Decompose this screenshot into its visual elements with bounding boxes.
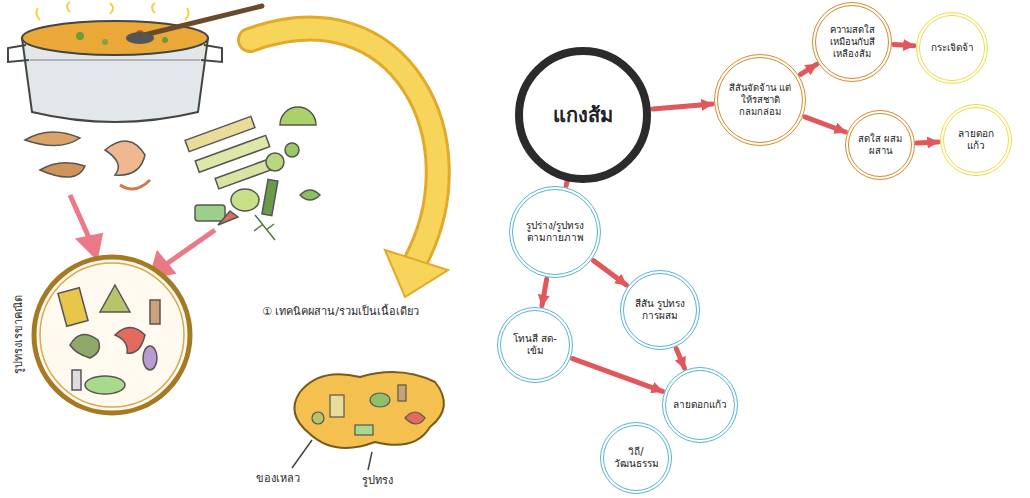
node-text: วิถี/วัฒนธรรม xyxy=(611,446,661,471)
orange-circle: สดใส ผสมผสาน xyxy=(845,110,915,180)
node-text: สีสัน รูปทรงการผสม xyxy=(632,298,688,323)
blue-circle: โทนสี สด-เข้ม xyxy=(497,307,573,383)
node-label: สีสัน รูปทรงการผสม xyxy=(632,298,688,323)
leader-lines xyxy=(292,440,372,470)
orange-circle: สีสันจัดจ้าน แต่ให้รสชาติกลมกล่อม xyxy=(714,54,806,146)
cooking-pot xyxy=(8,6,262,122)
connector-arrow xyxy=(653,104,712,109)
yellow-circle: กระเจิดจ้า xyxy=(916,12,988,84)
node-label: ลายดอกแก้ว xyxy=(673,399,727,412)
connector-arrow xyxy=(894,45,914,46)
blue-circle: ลายดอกแก้ว xyxy=(662,367,738,443)
connector-arrow xyxy=(801,64,817,74)
ingredients xyxy=(25,107,320,240)
node-label: รูปร่าง/รูปทรง ตามกายภาพ xyxy=(523,220,587,245)
node-text: ลายดอกแก้ว xyxy=(673,399,727,412)
connector-arrow xyxy=(573,359,663,392)
steam xyxy=(36,2,188,20)
connector-arrow xyxy=(594,261,627,285)
node-text: ลายดอกแก้ว xyxy=(951,128,1001,153)
node-label: โทนสี สด-เข้ม xyxy=(508,333,562,358)
annotation-label: รูปทรงเรขาคณิต xyxy=(11,296,24,375)
connector-arrow xyxy=(542,279,547,305)
connector-arrow xyxy=(805,117,845,132)
shapes-circle xyxy=(34,257,190,413)
annotation-label: รูปทรง xyxy=(362,474,393,487)
orange-circle: ความสดใส เหมือนกับสีเหลืองส้ม xyxy=(812,2,892,82)
node-text: กระเจิดจ้า xyxy=(927,42,977,55)
node-text: รูปร่าง/รูปทรง ตามกายภาพ xyxy=(523,220,587,245)
annotation-label: ① เทคนิคผสาน/รวมเป็นเนื้อเดียว xyxy=(262,305,419,318)
node-label: สีสันจัดจ้าน แต่ให้รสชาติกลมกล่อม xyxy=(728,82,792,118)
connector-arrow xyxy=(564,183,570,185)
blue-circle: วิถี/วัฒนธรรม xyxy=(600,422,672,494)
connector-arrow xyxy=(917,142,938,143)
node-text: สีสันจัดจ้าน แต่ให้รสชาติกลมกล่อม xyxy=(728,82,792,118)
merge-arrow xyxy=(250,29,448,297)
node-label: ลายดอกแก้ว xyxy=(951,128,1001,153)
mixed-blob xyxy=(294,372,444,448)
node-text: สดใส ผสมผสาน xyxy=(856,133,904,157)
node-text: ความสดใส เหมือนกับสีเหลืองส้ม xyxy=(826,24,878,60)
yellow-circle: ลายดอกแก้ว xyxy=(940,104,1012,176)
annotation-label: ของเหลว xyxy=(256,472,300,485)
node-text: โทนสี สด-เข้ม xyxy=(508,333,562,358)
node-label: วิถี/วัฒนธรรม xyxy=(611,446,661,471)
blue-circle: สีสัน รูปทรงการผสม xyxy=(620,270,700,350)
node-label: ความสดใส เหมือนกับสีเหลืองส้ม xyxy=(826,24,878,60)
node-text: แกงส้ม xyxy=(535,103,631,128)
connector-arrow xyxy=(676,349,684,368)
main-topic-circle: แกงส้ม xyxy=(515,47,651,183)
node-label: สดใส ผสมผสาน xyxy=(856,133,904,157)
blue-circle: รูปร่าง/รูปทรง ตามกายภาพ xyxy=(509,186,601,278)
node-label: แกงส้ม xyxy=(535,103,631,128)
node-label: กระเจิดจ้า xyxy=(927,42,977,55)
